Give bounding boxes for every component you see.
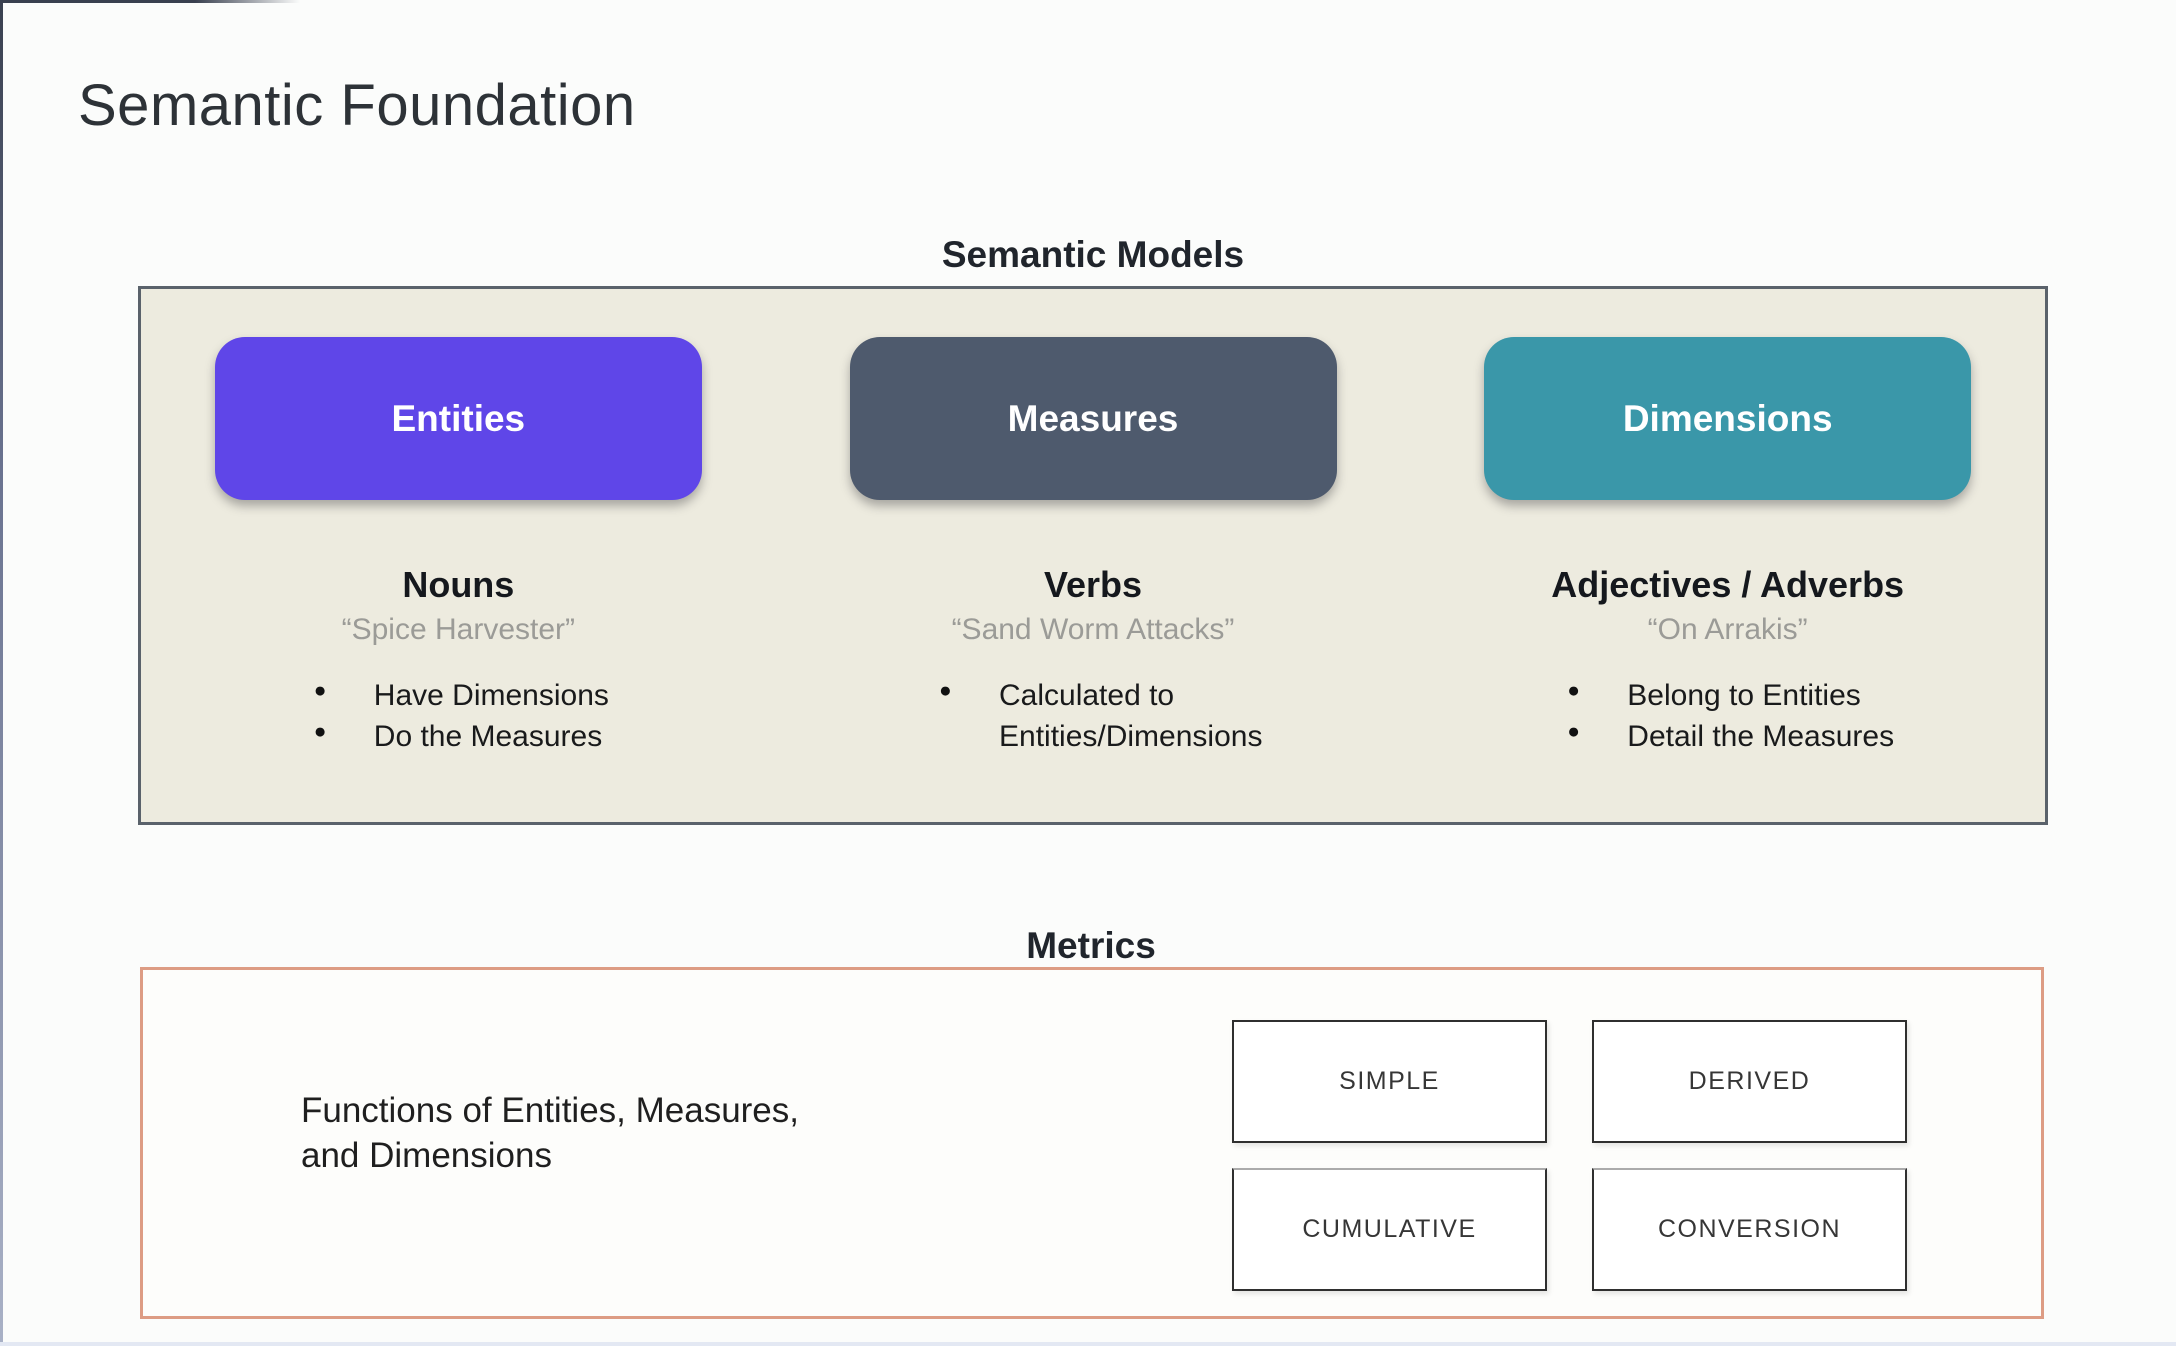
bullet-item: Belong to Entities — [1561, 675, 1894, 716]
entities-example-quote: “Spice Harvester” — [341, 613, 576, 646]
dimensions-bullet-list: Belong to Entities Detail the Measures — [1561, 675, 1894, 758]
bullet-item: Calculated to Entities/Dimensions — [933, 675, 1262, 758]
semantic-models-heading: Semantic Models — [941, 234, 1245, 275]
window-bottom-edge — [0, 1342, 2176, 1346]
measures-bullet-list: Calculated to Entities/Dimensions — [933, 675, 1262, 758]
measures-pill: Measures — [849, 337, 1337, 500]
window-top-edge — [0, 0, 300, 3]
metrics-heading: Metrics — [1026, 925, 1156, 966]
entities-column: Entities Nouns “Spice Harvester” Have Di… — [141, 337, 776, 822]
metric-box-conversion: CONVERSION — [1592, 1168, 1907, 1291]
metric-box-simple: SIMPLE — [1232, 1020, 1547, 1143]
dimensions-column: Dimensions Adjectives / Adverbs “On Arra… — [1410, 337, 2045, 822]
measures-example-quote: “Sand Worm Attacks” — [951, 613, 1235, 646]
entities-bullet-list: Have Dimensions Do the Measures — [308, 675, 609, 758]
window-left-edge — [0, 0, 3, 1346]
bullet-item: Do the Measures — [308, 716, 609, 757]
dimensions-pill: Dimensions — [1484, 337, 1972, 500]
metrics-panel: Functions of Entities, Measures, and Dim… — [140, 967, 2044, 1319]
entities-pill: Entities — [214, 337, 702, 500]
metric-type-grid: SIMPLE DERIVED CUMULATIVE CONVERSION — [1232, 1020, 1907, 1291]
metric-box-derived: DERIVED — [1592, 1020, 1907, 1143]
bullet-item: Detail the Measures — [1561, 716, 1894, 757]
metrics-description: Functions of Entities, Measures, and Dim… — [301, 1088, 799, 1178]
measures-role-label: Verbs — [1043, 564, 1143, 605]
dimensions-role-label: Adjectives / Adverbs — [1551, 564, 1905, 605]
semantic-models-panel: Entities Nouns “Spice Harvester” Have Di… — [138, 286, 2048, 825]
metrics-description-line1: Functions of Entities, Measures, — [301, 1091, 799, 1130]
bullet-item: Have Dimensions — [308, 675, 609, 716]
measures-column: Measures Verbs “Sand Worm Attacks” Calcu… — [776, 337, 1411, 822]
metric-box-cumulative: CUMULATIVE — [1232, 1168, 1547, 1291]
metrics-description-line2: and Dimensions — [301, 1136, 552, 1175]
entities-role-label: Nouns — [402, 564, 515, 605]
slide-title: Semantic Foundation — [78, 73, 636, 138]
dimensions-example-quote: “On Arrakis” — [1647, 613, 1808, 646]
